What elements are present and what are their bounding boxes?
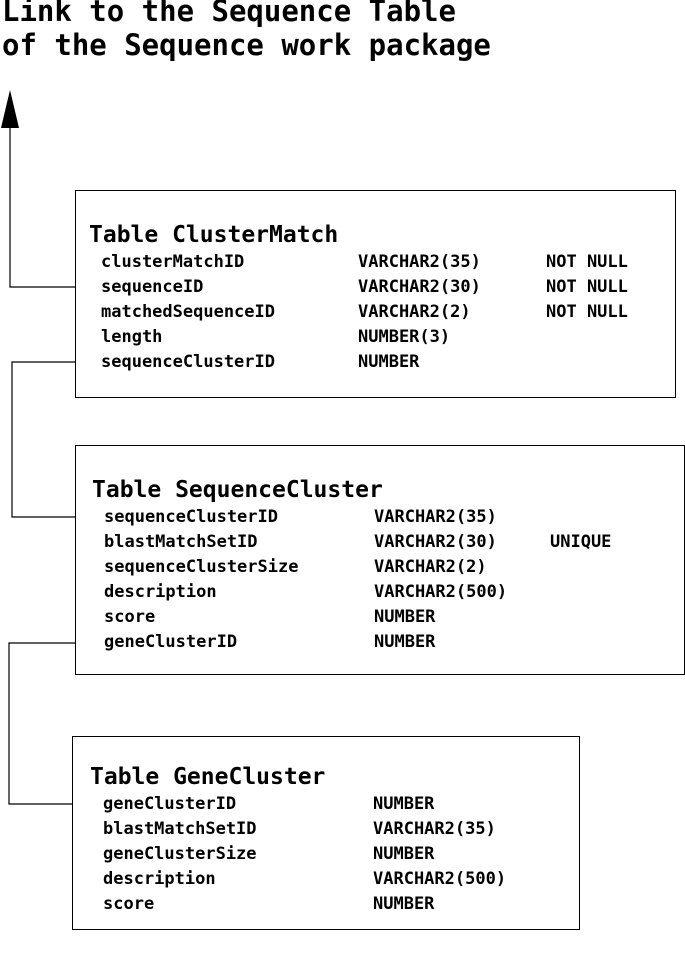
column-name: length	[101, 327, 163, 347]
column-name: description	[104, 582, 217, 602]
column-name: blastMatchSetID	[104, 532, 258, 552]
table-row: sequenceClusterSize VARCHAR2(2)	[104, 557, 674, 582]
column-name: matchedSequenceID	[101, 302, 275, 322]
column-type: VARCHAR2(2)	[374, 557, 487, 577]
column-name: sequenceClusterID	[104, 507, 278, 527]
column-name: sequenceClusterSize	[104, 557, 299, 577]
caption-line-2: of the Sequence work package	[2, 28, 491, 62]
column-type: NUMBER	[373, 794, 435, 814]
column-name: blastMatchSetID	[103, 819, 257, 839]
table-title: Table ClusterMatch	[89, 222, 339, 248]
link-lines	[1, 90, 100, 805]
column-type: NUMBER(3)	[358, 327, 451, 347]
table-row: sequenceClusterID VARCHAR2(35)	[104, 507, 674, 532]
column-name: geneClusterID	[104, 632, 238, 652]
column-name: sequenceClusterID	[101, 352, 275, 372]
link-caption: Link to the Sequence Table of the Sequen…	[2, 0, 491, 62]
table-row: sequenceClusterID NUMBER	[101, 352, 671, 377]
column-type: VARCHAR2(500)	[373, 869, 507, 889]
table-title: Table SequenceCluster	[92, 477, 383, 503]
table-row: clusterMatchID VARCHAR2(35) NOT NULL	[101, 252, 671, 277]
table-row: geneClusterID NUMBER	[104, 632, 674, 657]
column-type: NUMBER	[374, 607, 436, 627]
column-type: VARCHAR2(35)	[358, 252, 481, 272]
arrow-up-icon	[1, 90, 19, 128]
table-sequencecluster	[75, 445, 685, 675]
caption-line-1: Link to the Sequence Table	[2, 0, 456, 28]
column-type: NUMBER	[358, 352, 420, 372]
column-type: VARCHAR2(30)	[374, 532, 497, 552]
table-genecluster	[72, 736, 580, 930]
table-row: matchedSequenceID VARCHAR2(2) NOT NULL	[101, 302, 671, 327]
table-row: description VARCHAR2(500)	[104, 582, 674, 607]
table-row: score NUMBER	[104, 607, 674, 632]
column-type: VARCHAR2(30)	[358, 277, 481, 297]
table-row: description VARCHAR2(500)	[103, 869, 573, 894]
column-type: VARCHAR2(35)	[373, 819, 496, 839]
link-sequence-cluster	[11, 361, 100, 518]
table-clustermatch	[75, 190, 676, 398]
column-constraint: NOT NULL	[546, 277, 628, 297]
table-row: blastMatchSetID VARCHAR2(35)	[103, 819, 573, 844]
column-constraint: NOT NULL	[546, 252, 628, 272]
column-name: description	[103, 869, 216, 889]
table-row: length NUMBER(3)	[101, 327, 671, 352]
link-gene-cluster	[8, 642, 100, 805]
table-row: score NUMBER	[103, 894, 573, 919]
column-name: geneClusterSize	[103, 844, 257, 864]
column-type: VARCHAR2(35)	[374, 507, 497, 527]
column-name: geneClusterID	[103, 794, 237, 814]
column-name: sequenceID	[101, 277, 204, 297]
link-sequence-table	[9, 128, 100, 288]
column-type: NUMBER	[374, 632, 436, 652]
column-name: score	[104, 607, 156, 627]
column-type: NUMBER	[373, 894, 435, 914]
column-type: NUMBER	[373, 844, 435, 864]
column-constraint: UNIQUE	[550, 532, 612, 552]
column-constraint: NOT NULL	[546, 302, 628, 322]
table-row: blastMatchSetID VARCHAR2(30) UNIQUE	[104, 532, 674, 557]
column-type: VARCHAR2(2)	[358, 302, 471, 322]
table-row: sequenceID VARCHAR2(30) NOT NULL	[101, 277, 671, 302]
column-name: clusterMatchID	[101, 252, 245, 272]
column-name: score	[103, 894, 155, 914]
table-row: geneClusterID NUMBER	[103, 794, 573, 819]
table-title: Table GeneCluster	[90, 764, 326, 790]
column-type: VARCHAR2(500)	[374, 582, 508, 602]
table-row: geneClusterSize NUMBER	[103, 844, 573, 869]
